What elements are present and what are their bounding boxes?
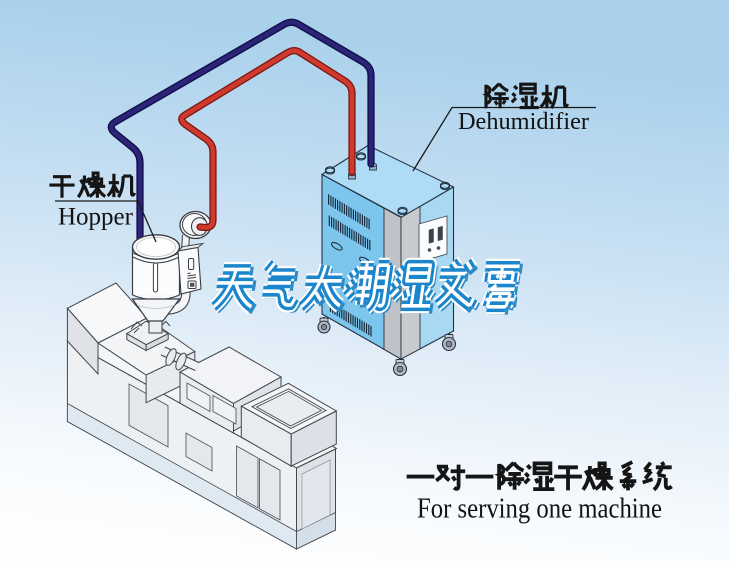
svg-text:Dehumidifier: Dehumidifier <box>458 108 589 135</box>
svg-text:For serving one machine: For serving one machine <box>417 494 662 525</box>
svg-text:Hopper: Hopper <box>58 204 134 231</box>
